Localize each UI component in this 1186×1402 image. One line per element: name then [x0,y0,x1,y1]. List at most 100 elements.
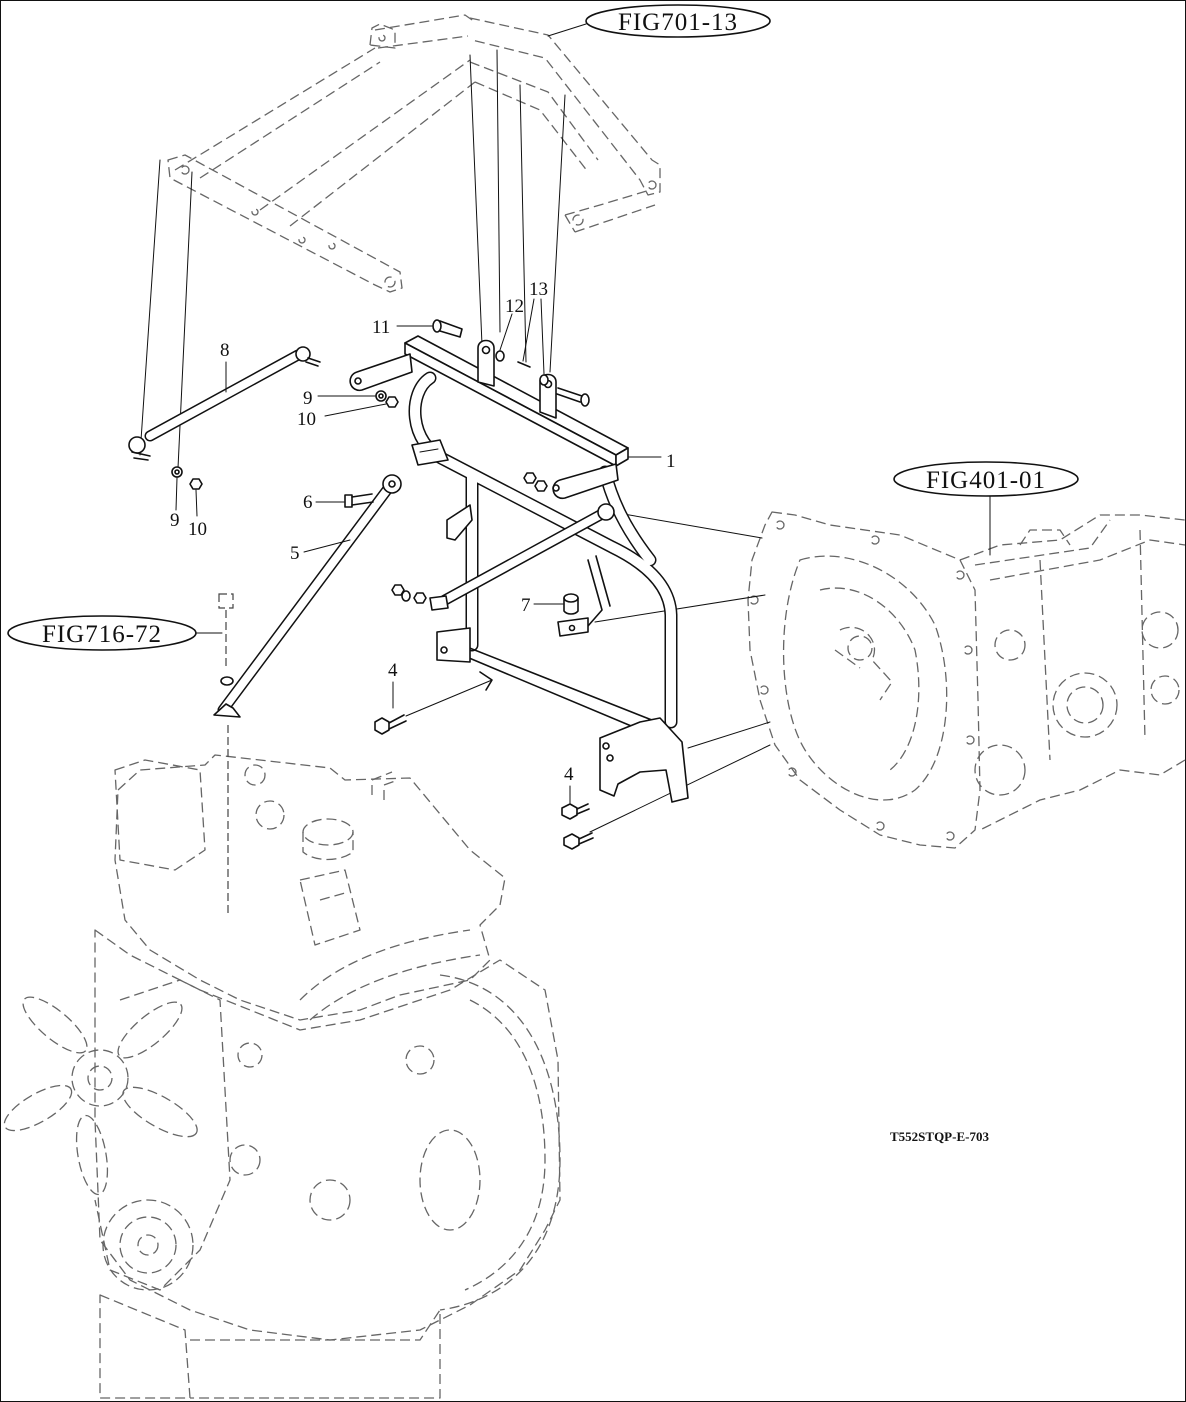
bell-housing-opening [782,555,948,801]
callout-13[interactable]: 13 [529,279,548,300]
bolt-4-lower-shaft [578,832,594,845]
engine-reference [3,754,561,1399]
gearbox-port [1141,611,1179,649]
lug-hole [481,345,491,355]
flywheel-housing [439,974,561,1311]
engine-fitting [405,1045,435,1075]
lug-bolt-shaft [556,387,583,403]
bolt-4-lower-head [563,833,580,850]
callout-9-lower[interactable]: 9 [170,510,180,531]
alignment-line [549,94,566,373]
callout-10-upper[interactable]: 10 [297,409,316,430]
base-plate-hole [440,646,448,654]
upper-frame-hole [251,208,259,216]
callout-11[interactable]: 11 [372,317,390,338]
callout-7[interactable]: 7 [521,595,531,616]
engine-bracket-fastener [218,593,234,915]
upper-frame-hole [572,214,584,226]
bolt-hole [759,685,769,695]
callout-12-leader [499,313,513,351]
callout-8[interactable]: 8 [220,340,230,361]
washer-13 [539,374,549,386]
alignment-line [519,84,527,363]
frame-top-beam-end-face [615,447,629,467]
gearbox-port [994,629,1026,661]
upper-frame-hole [647,180,657,190]
fan-hub [71,1049,129,1107]
gearbox-case [959,514,1186,831]
crank-pulley-inner [119,1216,177,1274]
callout-4-upper[interactable]: 4 [388,660,398,681]
gearbox-boss [1019,529,1071,546]
callout-9-lower-leader [175,477,178,511]
washer-9-lower [171,466,183,478]
shift-fork [834,626,893,701]
alignment-line [687,721,771,749]
figure-ref-fig401-01[interactable]: FIG401-01 [893,461,1079,556]
base-plate-hole [606,754,614,762]
fan-blade [122,1086,198,1138]
bell-housing-inner-rim [819,587,920,771]
callout-12[interactable]: 12 [505,296,524,317]
bolt-hole [965,735,975,745]
figure-ref-label: FIG716-72 [42,621,162,648]
rod-8-stud [305,357,321,367]
figure-ref-fig701-13[interactable]: FIG701-13 [547,4,771,38]
callout-10-lower[interactable]: 10 [188,519,207,540]
bar-5-eye-hole [388,480,396,488]
engine-fitting [244,764,266,786]
crank-pulley-hub [137,1234,159,1256]
bracket-nut [523,472,537,484]
upper-frame-back-crossbar [374,14,476,49]
flywheel-housing-inner [464,999,546,1291]
main-frame-part-1[interactable] [349,335,689,803]
bolt-7-body [563,597,579,615]
bracket-hole [552,484,560,492]
rod-8-ball-end [128,436,146,454]
callout-6[interactable]: 6 [303,492,313,513]
callout-5[interactable]: 5 [290,543,300,564]
callout-1[interactable]: 1 [666,451,676,472]
bolt-6-head [344,494,353,508]
upper-frame-hole [328,242,336,250]
figure-ref-label: FIG401-01 [926,467,1046,494]
alignment-line [139,159,161,456]
frame-middle-tab [446,504,473,541]
bell-housing-bolt-holes [749,520,975,841]
bolt-hole [945,831,955,841]
upper-frame-inner-member [469,61,599,173]
rod-8-stud [131,451,151,461]
engine-fitting [237,1042,263,1068]
bolt-hole [875,821,885,831]
frame-left-foot [479,671,493,691]
callout-13-leader [522,298,545,375]
engine-head [114,754,506,1021]
tie-rod-nut [391,584,405,596]
oil-filler-neck [302,832,354,861]
bolt-hole [775,520,785,530]
bar-part-5[interactable] [213,474,402,718]
callout-10-lower-leader [195,489,198,517]
gear-case [94,979,231,1291]
base-plate-hole [602,742,610,750]
upper-frame-front-rail [167,154,403,293]
figure-ref-fig716-72[interactable]: FIG716-72 [7,615,223,651]
fan-blade [22,996,88,1054]
bolt-7-head [563,593,579,603]
rod-part-8[interactable] [128,346,321,461]
bolt-4-lower-head [561,803,578,820]
tie-rod-nut [413,592,427,604]
bolt-hole [787,767,797,777]
upper-frame-hole [378,34,386,42]
part-callouts: 1 4 4 5 6 7 8 9 10 9 10 11 12 13 [170,279,676,804]
crank-pulley [102,1199,194,1291]
bar-5-hook [213,703,241,718]
callout-4-lower[interactable]: 4 [564,764,574,785]
bolt-11-head [432,319,442,333]
bracket-nut [534,480,548,492]
callout-9-upper[interactable]: 9 [303,388,313,409]
washer-9-upper [375,390,387,402]
bar-5-eye [382,474,402,494]
